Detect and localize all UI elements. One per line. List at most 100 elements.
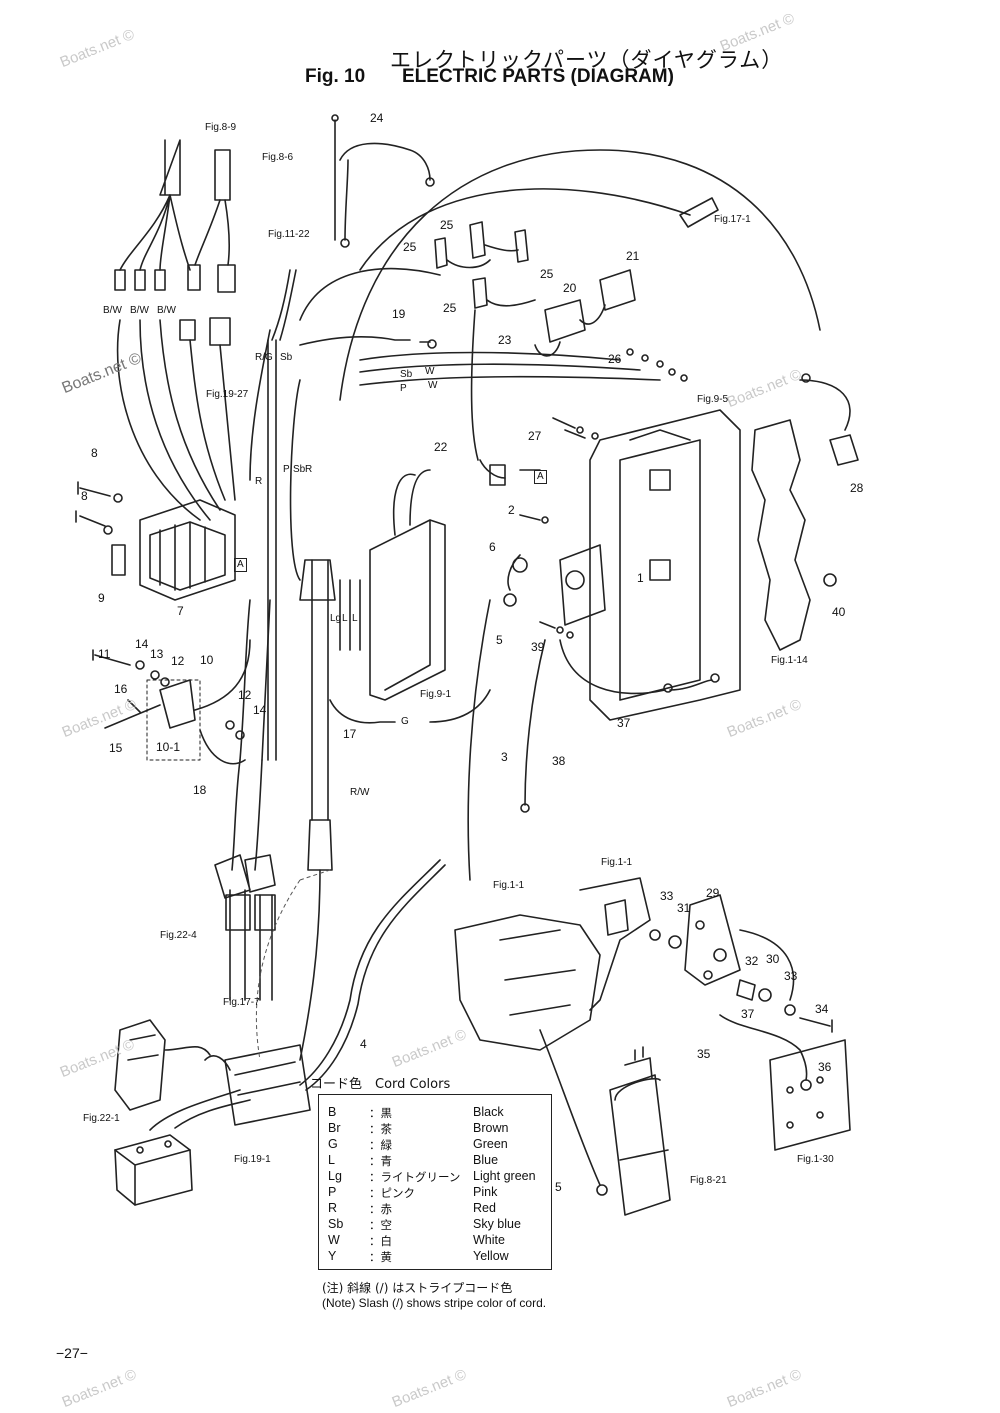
part-number: 24 xyxy=(370,111,384,125)
main-harness-18 xyxy=(231,759,263,871)
part-number: 37 xyxy=(617,716,631,730)
part-number: 35 xyxy=(697,1047,711,1061)
cord-row: P ：ピンク Pink xyxy=(328,1185,498,1200)
part-number: 8 xyxy=(81,489,88,503)
wire-label: W xyxy=(428,380,438,391)
cord-row: Br ：茶 Brown xyxy=(328,1121,509,1136)
part-number: 18 xyxy=(193,783,207,797)
part-number: 30 xyxy=(766,952,780,966)
part-number: 32 xyxy=(745,954,759,968)
part-number: 2 xyxy=(508,503,515,517)
part-number: 27 xyxy=(528,429,542,443)
part-number: 7 xyxy=(177,604,184,618)
wire-label: R xyxy=(305,464,313,475)
harness-fig8-9 xyxy=(159,139,181,196)
wire-label: B/W xyxy=(130,305,149,316)
part-number: 9 xyxy=(98,591,105,605)
junction-box-fig19-1 xyxy=(224,1044,311,1126)
part-number: 11 xyxy=(98,647,111,661)
flywheel-bracket-1 xyxy=(589,409,741,721)
figure-reference: Fig.8-9 xyxy=(205,122,237,133)
wire-label: G xyxy=(401,716,409,727)
figure-reference: Fig.8-21 xyxy=(690,1175,727,1186)
cord-row: G ：緑 Green xyxy=(328,1137,508,1152)
part-number: 12 xyxy=(171,654,185,668)
part-number: 8 xyxy=(91,446,98,460)
wire-label: R/G xyxy=(255,352,273,363)
part-number: 26 xyxy=(608,352,622,366)
ground-wire-24 xyxy=(334,119,431,241)
part-number: 31 xyxy=(677,901,691,915)
part-number: 6 xyxy=(489,540,496,554)
wire-label: Sb xyxy=(400,369,413,380)
wire-label: Lg xyxy=(330,613,342,624)
part-number: 14 xyxy=(253,703,267,717)
cord-row: B ：黒 Black xyxy=(328,1105,504,1120)
part-number: 25 xyxy=(403,240,417,254)
starter-relay-29 xyxy=(684,894,741,986)
wire-label: R xyxy=(255,476,263,487)
cord-row: Y ：黄 Yellow xyxy=(328,1249,509,1264)
figure-reference: Fig.9-1 xyxy=(420,689,452,700)
cord-row: Sb ：空 Sky blue xyxy=(328,1217,521,1232)
part-number: 5 xyxy=(555,1180,562,1194)
figure-reference: Fig.8-6 xyxy=(262,152,294,163)
part-number: 23 xyxy=(498,333,512,347)
relay-21 xyxy=(599,269,636,311)
wire-label: B/W xyxy=(157,305,176,316)
figure-reference: Fig.22-4 xyxy=(160,930,197,941)
part-number: 1 xyxy=(637,571,644,585)
wire-loop-fig17-1 xyxy=(359,188,691,271)
figure-reference: Fig.22-1 xyxy=(83,1113,120,1124)
cdi-unit xyxy=(369,519,446,701)
note-english: (Note) Slash (/) shows stripe color of c… xyxy=(322,1296,547,1310)
figure-reference: Fig.11-22 xyxy=(268,229,310,240)
wire-label: L xyxy=(352,613,358,624)
coil-bracket-10 xyxy=(159,679,196,729)
part-number: 25 xyxy=(443,301,457,315)
part-number: 29 xyxy=(706,886,720,900)
part-number: 4 xyxy=(360,1037,367,1051)
title-japanese: エレクトリックパーツ（ダイヤグラム） xyxy=(390,48,784,72)
wire-label: Sb xyxy=(293,464,306,475)
part-number: 38 xyxy=(552,754,566,768)
cord-row: Lg ：ライトグリーン Light green xyxy=(328,1169,536,1184)
page-number: −27− xyxy=(56,1345,88,1361)
part-number: 15 xyxy=(109,741,123,755)
part-number: 12 xyxy=(238,688,252,702)
part-number: 20 xyxy=(563,281,577,295)
figure-reference: Fig.1-14 xyxy=(771,655,808,666)
wire-label: L xyxy=(342,613,348,624)
part-number: 33 xyxy=(660,889,674,903)
wire-37 xyxy=(559,639,713,695)
bracket-fig1-30 xyxy=(769,1039,851,1151)
part-number: 36 xyxy=(818,1060,832,1074)
part-number: 10-1 xyxy=(156,740,181,754)
page-title: ELECTRIC PARTS (DIAGRAM) xyxy=(402,66,674,87)
part-number: 17 xyxy=(343,727,357,741)
wire-loop-inner xyxy=(299,267,441,321)
part-number: 16 xyxy=(114,682,128,696)
figure-reference: Fig.19-1 xyxy=(234,1154,271,1165)
callout-a: A xyxy=(234,558,247,572)
battery-cable-4 xyxy=(299,859,441,1086)
note-japanese: (注) 斜線 (/) はストライプコード色 xyxy=(322,1281,513,1295)
part-number: 28 xyxy=(850,481,864,495)
part-number: 25 xyxy=(440,218,454,232)
cord-row: R ：赤 Red xyxy=(328,1201,496,1216)
wire-3 xyxy=(467,599,491,881)
figure-reference: Fig.1-1 xyxy=(493,880,525,891)
figure-reference: Fig.1-1 xyxy=(601,857,633,868)
harness-17 xyxy=(311,559,329,821)
cord-row: W ：白 White xyxy=(328,1233,505,1248)
starter-motor xyxy=(609,1074,671,1216)
part-number: 5 xyxy=(496,633,503,647)
wire-label: R/W xyxy=(350,787,370,798)
wire-label: P xyxy=(400,383,407,394)
part-number: 40 xyxy=(832,605,846,619)
part-number: 39 xyxy=(531,640,545,654)
figure-reference: Fig.17-7 xyxy=(223,997,260,1008)
remote-control xyxy=(114,1019,166,1111)
cord-row: L ：青 Blue xyxy=(328,1153,499,1168)
